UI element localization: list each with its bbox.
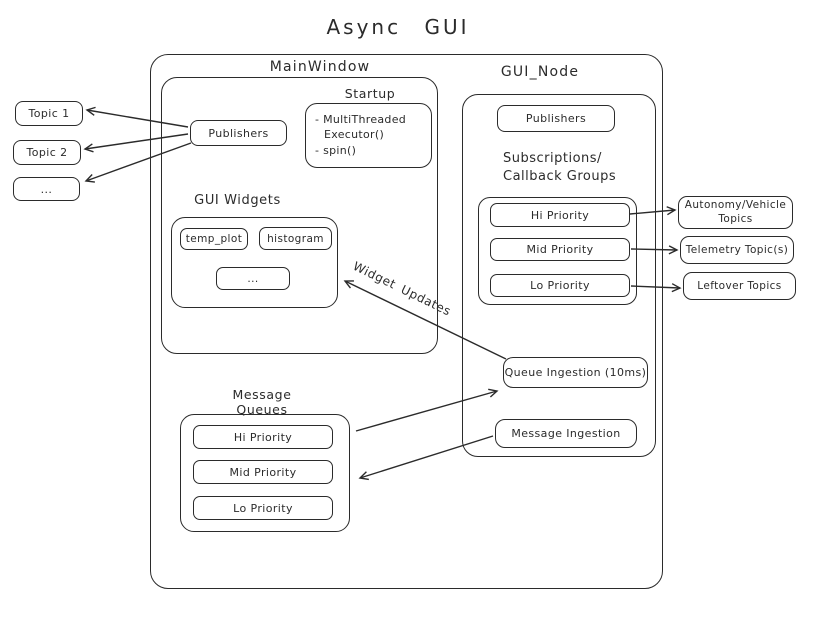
topic-ellipsis-box: ... [13,177,80,201]
gui-node-box [462,94,656,457]
gui-node-hi-priority-box: Hi Priority [490,203,630,227]
message-ingestion-box: Message Ingestion [495,419,637,448]
startup-line: - MultiThreaded [315,113,407,126]
gui-widgets-label: GUI Widgets [194,192,281,208]
widget-temp-plot-box: temp_plot [180,228,248,250]
outer-container-box [150,54,663,589]
telemetry-topics-box: Telemetry Topic(s) [680,236,794,264]
main-window-publishers-box: Publishers [190,120,287,146]
message-queues-group-box [180,414,350,532]
subscriptions-label-line2: Callback Groups [503,168,617,184]
gui-node-publishers-box: Publishers [497,105,615,132]
main-window-label: MainWindow [269,59,371,75]
leftover-topics-box: Leftover Topics [683,272,796,300]
message-queues-label: Message Queues [232,387,292,417]
widget-ellipsis-box: ... [216,267,290,290]
callback-groups-box [478,197,637,305]
autonomy-vehicle-topics-box: Autonomy/Vehicle Topics [678,196,793,229]
autonomy-topics-line2: Topics [718,212,753,225]
gui-node-lo-priority-box: Lo Priority [490,274,630,297]
diagram-title: Async GUI [326,15,470,39]
subscriptions-label-line1: Subscriptions/ [503,151,602,166]
topic-1-box: Topic 1 [15,101,83,126]
main-window-box [161,77,438,354]
widget-histogram-box: histogram [259,227,332,250]
mq-hi-priority-box: Hi Priority [193,425,333,449]
gui-widgets-group-box [171,217,338,308]
mq-lo-priority-box: Lo Priority [193,496,333,520]
topic-2-box: Topic 2 [13,140,81,165]
startup-line: Executor() [324,128,385,142]
autonomy-topics-line1: Autonomy/Vehicle [684,198,787,211]
queue-ingestion-box: Queue Ingestion (10ms) [503,357,648,388]
startup-items: - MultiThreaded Executor() - spin() [305,103,432,168]
startup-line: - spin() [315,143,357,157]
mq-mid-priority-box: Mid Priority [193,460,333,484]
startup-label: Startup [344,85,396,101]
startup-box [305,103,432,168]
gui-node-mid-priority-box: Mid Priority [490,238,630,261]
subscriptions-label: Subscriptions/ Callback Groups [503,150,638,185]
gui-node-label: GUI_Node [500,64,580,80]
